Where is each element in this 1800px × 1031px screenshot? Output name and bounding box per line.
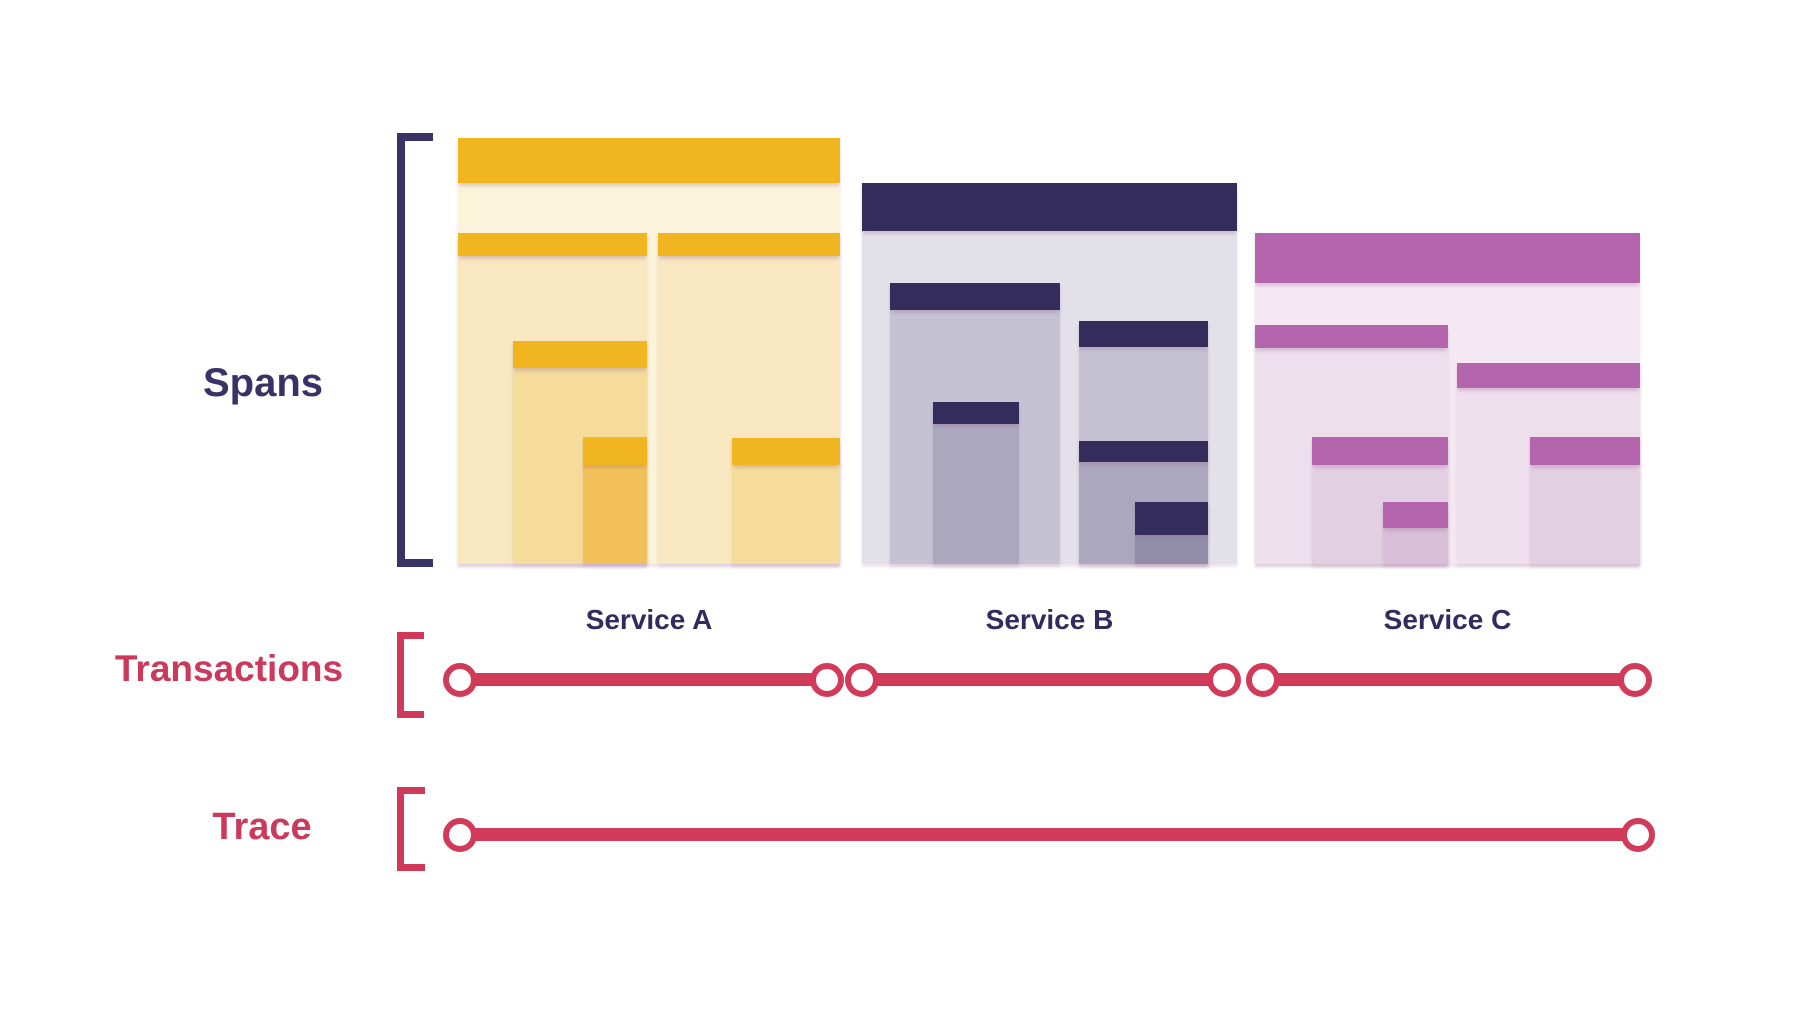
span-header-bar [1312,437,1448,465]
span-header-bar [1255,325,1448,348]
span-header-bar [1255,233,1640,283]
span-body [1383,528,1448,564]
transactions-bracket [397,632,424,718]
span-header-bar [1135,502,1208,535]
transaction-service-c-start-endpoint [1246,663,1280,697]
span-body [732,465,840,564]
trace-line [460,828,1638,841]
span-header-bar [1079,321,1208,347]
trace-label: Trace [212,806,312,848]
service-label-service-b: Service B [985,604,1114,635]
span-box-depth-3 [1135,502,1208,564]
span-header-bar [1457,363,1640,388]
transaction-service-a-end-endpoint [810,663,844,697]
spans-bracket [397,133,433,567]
span-box-depth-3 [1383,502,1448,564]
span-header-bar [458,233,647,256]
service-label-service-a: Service A [585,604,713,635]
transaction-service-c-line [1263,673,1635,686]
transaction-service-b-start-endpoint [845,663,879,697]
span-header-bar [1530,437,1640,465]
span-header-bar [862,183,1237,231]
span-body [933,424,1019,564]
span-header-bar [890,283,1060,310]
span-header-bar [513,341,647,368]
transactions-label: Transactions [114,648,344,689]
span-header-bar [933,402,1019,424]
span-box-depth-2 [933,402,1019,564]
transaction-service-b-end-endpoint [1207,663,1241,697]
span-box-depth-3 [583,437,647,564]
transaction-service-b-line [862,673,1224,686]
span-header-bar [583,437,647,465]
span-box-depth-2 [1530,437,1640,564]
span-header-bar [732,438,840,465]
span-body [583,465,647,564]
trace-bracket [397,787,425,871]
transaction-service-a-start-endpoint [443,663,477,697]
span-header-bar [458,138,840,183]
spans-label: Spans [202,361,324,405]
span-body [1530,465,1640,564]
span-header-bar [1383,502,1448,528]
transaction-service-c-end-endpoint [1618,663,1652,697]
span-header-bar [1079,441,1208,462]
trace-end-endpoint [1621,818,1655,852]
transaction-service-a-line [460,673,827,686]
span-header-bar [658,233,840,256]
trace-start-endpoint [443,818,477,852]
span-body [1135,535,1208,564]
span-box-depth-2 [732,438,840,564]
service-label-service-c: Service C [1383,604,1512,635]
